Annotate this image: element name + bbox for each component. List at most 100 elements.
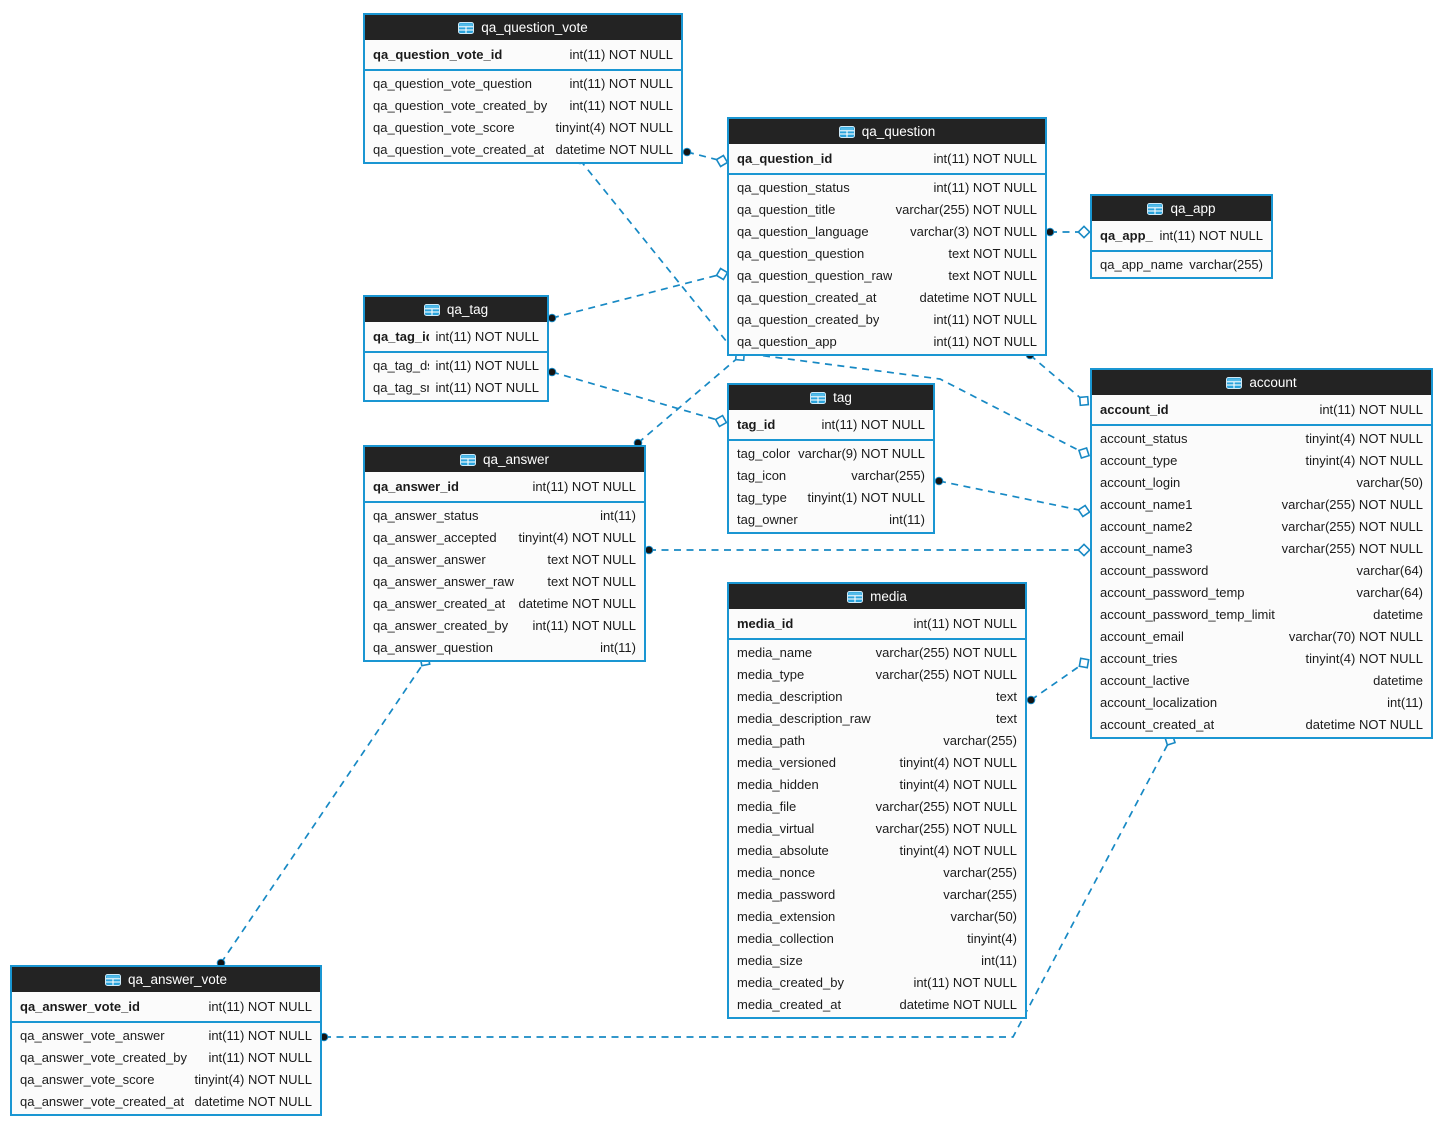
table-header[interactable]: qa_answer_vote — [12, 967, 320, 992]
relationship-qa_answer-account[interactable] — [644, 543, 1091, 557]
relationship-tag-account[interactable] — [934, 476, 1091, 518]
table-header[interactable]: qa_question_vote — [365, 15, 681, 40]
table-header[interactable]: account — [1092, 370, 1431, 395]
field-row[interactable]: qa_tag_srcint(11) NOT NULL — [365, 376, 547, 398]
relationship-qa_answer_vote-qa_answer[interactable] — [216, 655, 431, 968]
relationship-media-account[interactable] — [1026, 657, 1090, 705]
relationship-qa_question-qa_app[interactable] — [1045, 225, 1091, 239]
field-type: varchar(255) NOT NULL — [895, 201, 1037, 217]
field-row[interactable]: qa_tag_dstint(11) NOT NULL — [365, 354, 547, 376]
pk-field-name: account_id — [1100, 402, 1169, 417]
field-name: account_password — [1100, 562, 1209, 578]
table-header[interactable]: qa_tag — [365, 297, 547, 322]
relationship-qa_question_vote-qa_question[interactable] — [682, 147, 729, 168]
table-header[interactable]: qa_app — [1092, 196, 1271, 221]
table-header[interactable]: media — [729, 584, 1025, 609]
table-header[interactable]: qa_question — [729, 119, 1045, 144]
table-header[interactable]: tag — [729, 385, 933, 410]
relationship-qa_tag-qa_question[interactable] — [547, 267, 729, 323]
relationship-qa_question-account[interactable] — [1025, 350, 1090, 407]
table-header[interactable]: qa_answer — [365, 447, 644, 472]
relationship-qa_tag-tag[interactable] — [547, 367, 728, 428]
